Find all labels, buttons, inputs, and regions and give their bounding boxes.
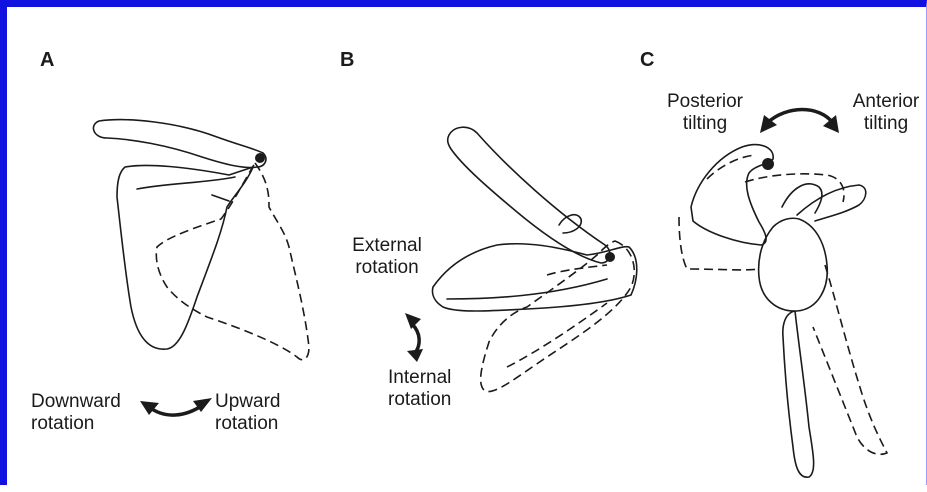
panel-b-internal-line2: rotation: [388, 389, 451, 411]
panel-c-letter: C: [640, 49, 654, 71]
panel-b-spine: [447, 279, 607, 299]
panel-a-downward-label: Downward rotation: [31, 391, 121, 435]
panel-c-tilt-arrow: [767, 110, 833, 124]
panel-a-downward-line1: Downward: [31, 391, 121, 413]
panel-c-glenoid: [759, 218, 828, 311]
panel-b-rotation-arrow: [412, 324, 419, 353]
panel-a-clavicle: [93, 120, 265, 168]
panel-b-internal-line1: Internal: [388, 367, 451, 389]
panel-a-pivot-dot: [255, 153, 265, 163]
panel-c-anterior-line1: Anterior: [845, 91, 927, 113]
panel-b-pivot-dot: [605, 252, 615, 262]
panel-b-scapula-dashed: [481, 241, 635, 392]
panel-a-upward-label: Upward rotation: [215, 391, 280, 435]
panel-c-pivot-dot: [762, 158, 774, 170]
panel-b-arrowhead-top: [405, 313, 421, 329]
panel-b-external-line1: External: [341, 235, 433, 257]
panel-a-drawing: [93, 120, 309, 415]
panel-c-anterior-label: Anterior tilting: [845, 91, 927, 135]
panel-c-blade-solid: [783, 311, 814, 477]
panel-a-process: [137, 177, 235, 201]
panel-b-inner-dashed: [507, 265, 607, 367]
panel-c-posterior-label: Posterior tilting: [659, 91, 751, 135]
panel-a-downward-line2: rotation: [31, 413, 121, 435]
panel-b-letter: B: [340, 49, 354, 71]
panel-c-posterior-line1: Posterior: [659, 91, 751, 113]
panel-c-process-solid: [782, 184, 866, 221]
panel-c-drawing: [679, 110, 887, 478]
panel-a-upward-line1: Upward: [215, 391, 280, 413]
panel-b-internal-label: Internal rotation: [388, 367, 451, 411]
panel-b-coracoid: [559, 215, 581, 233]
panel-c-anterior-line2: tilting: [845, 113, 927, 135]
panel-c-clavicle-solid: [691, 145, 773, 245]
scapula-illustrations: [7, 7, 927, 492]
panel-b-drawing: [405, 127, 637, 391]
panel-a-letter: A: [40, 49, 54, 71]
panel-b-arrowhead-bottom: [407, 349, 423, 362]
panel-a-upward-line2: rotation: [215, 413, 280, 435]
panel-a-rotation-arrow: [149, 405, 203, 415]
panel-c-dashed-outline: [679, 155, 887, 454]
panel-c-posterior-line2: tilting: [659, 113, 751, 135]
panel-a-scapula-dashed: [156, 163, 309, 360]
panel-a-scapula-solid: [117, 165, 253, 349]
panel-b-clavicle: [448, 127, 610, 263]
panel-b-external-line2: rotation: [341, 257, 433, 279]
panel-b-external-label: External rotation: [341, 235, 433, 279]
